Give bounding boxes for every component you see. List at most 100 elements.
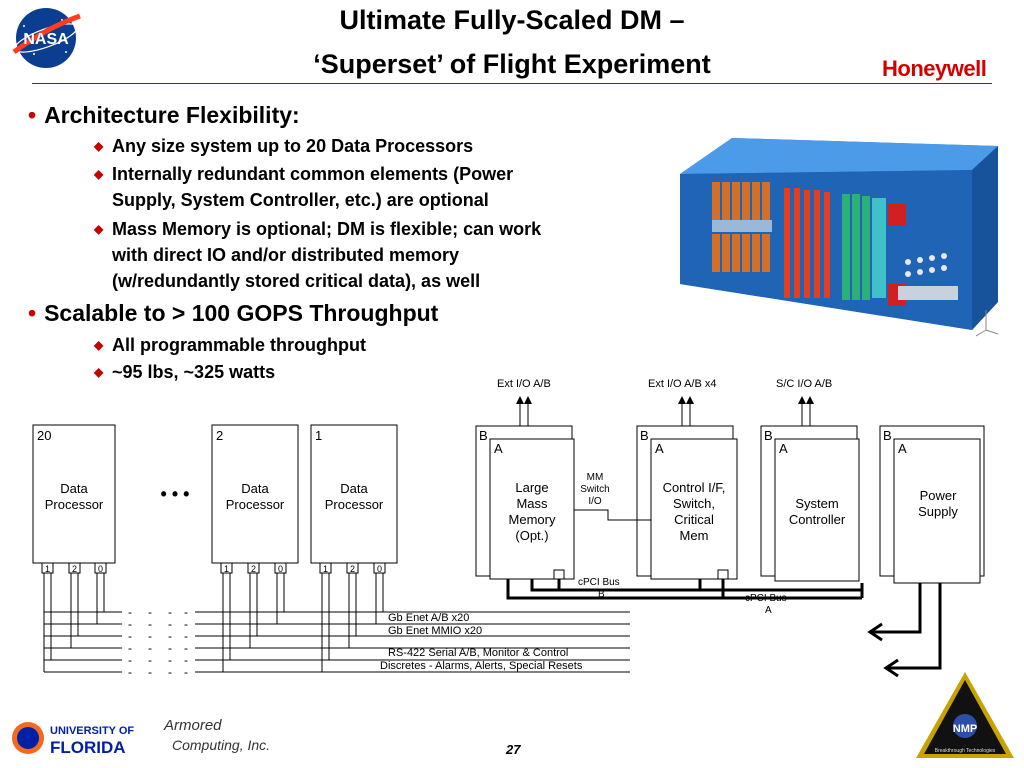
svg-text:2: 2 bbox=[216, 428, 223, 443]
svg-text:-: - bbox=[184, 629, 188, 643]
bus-label-gb-enet-ab: Gb Enet A/B x20 bbox=[388, 612, 469, 624]
svg-text:(Opt.): (Opt.) bbox=[515, 528, 548, 543]
svg-text:Power: Power bbox=[920, 488, 958, 503]
svg-text:System: System bbox=[795, 496, 838, 511]
data-processor-20: 20 Data Processor 1 2 0 bbox=[32, 424, 116, 574]
sub-bullet-weight-power: ◆~95 lbs, ~325 watts bbox=[94, 362, 276, 382]
svg-text:1: 1 bbox=[315, 428, 322, 443]
page-number: 27 bbox=[506, 742, 521, 757]
svg-text:1: 1 bbox=[323, 564, 328, 574]
svg-text:2: 2 bbox=[72, 564, 77, 574]
svg-text:Switch,: Switch, bbox=[673, 496, 715, 511]
ellipsis-dots: • • • bbox=[161, 484, 190, 504]
cpci-bus-a-label-1: cPCI Bus bbox=[745, 593, 787, 604]
svg-text:Computing, Inc.: Computing, Inc. bbox=[172, 737, 270, 753]
title-line-2: ‘Superset’ of Flight Experiment bbox=[313, 49, 711, 79]
armored-computing-logo: Armored Computing, Inc. bbox=[160, 708, 270, 758]
svg-text:-: - bbox=[184, 665, 188, 679]
svg-text:-: - bbox=[148, 653, 152, 667]
nmp-logo: NMP Breakthrough Technologies bbox=[914, 670, 1016, 760]
svg-text:UNIVERSITY OF: UNIVERSITY OF bbox=[50, 725, 134, 737]
svg-text:1: 1 bbox=[45, 564, 50, 574]
svg-text:-: - bbox=[184, 617, 188, 631]
svg-text:0: 0 bbox=[98, 564, 103, 574]
svg-text:FLORIDA: FLORIDA bbox=[50, 738, 126, 757]
svg-text:Mass: Mass bbox=[516, 496, 548, 511]
bus-label-discretes: Discretes - Alarms, Alerts, Special Rese… bbox=[380, 660, 583, 672]
svg-text:-: - bbox=[168, 605, 172, 619]
nasa-logo-text: NASA bbox=[23, 31, 69, 48]
svg-text:Large: Large bbox=[515, 480, 548, 495]
chassis-render-image bbox=[672, 134, 1002, 340]
architecture-diagram: 20 Data Processor 1 2 0 • • • 2 Data Pro… bbox=[32, 378, 985, 679]
svg-text:-: - bbox=[184, 605, 188, 619]
svg-text:Memory: Memory bbox=[509, 512, 556, 527]
svg-text:Control I/F,: Control I/F, bbox=[663, 480, 726, 495]
svg-text:Breakthrough Technologies: Breakthrough Technologies bbox=[935, 748, 996, 754]
svg-text:-: - bbox=[168, 617, 172, 631]
honeywell-logo: Honeywell bbox=[882, 56, 987, 81]
nasa-logo: NASA bbox=[10, 6, 82, 70]
svg-text:-: - bbox=[148, 641, 152, 655]
svg-text:Data: Data bbox=[241, 481, 269, 496]
uf-logo: UNIVERSITY OF FLORIDA bbox=[10, 717, 150, 759]
svg-text:1: 1 bbox=[224, 564, 229, 574]
svg-text:-: - bbox=[184, 653, 188, 667]
svg-text:0: 0 bbox=[377, 564, 382, 574]
svg-text:A: A bbox=[898, 441, 907, 456]
sub-bullet-redundant: ◆Internally redundant common elements (P… bbox=[94, 164, 514, 210]
svg-text:-: - bbox=[168, 629, 172, 643]
svg-text:B: B bbox=[883, 428, 892, 443]
title-line-1: Ultimate Fully-Scaled DM – bbox=[339, 5, 685, 35]
ext-io-label-2: Ext I/O A/B x4 bbox=[648, 378, 716, 390]
bullet-architecture-flexibility: •Architecture Flexibility: bbox=[28, 102, 300, 128]
cpci-bus-b-label-1: cPCI Bus bbox=[578, 577, 620, 588]
svg-text:Controller: Controller bbox=[789, 512, 846, 527]
svg-text:B: B bbox=[764, 428, 773, 443]
svg-text:B: B bbox=[640, 428, 649, 443]
sub-bullet-mass-memory: ◆Mass Memory is optional; DM is flexible… bbox=[94, 219, 542, 291]
svg-text:Supply: Supply bbox=[918, 504, 958, 519]
cpci-bus-a-label-2: A bbox=[765, 605, 772, 616]
svg-text:-: - bbox=[128, 641, 132, 655]
mm-switch-label-2: Switch bbox=[580, 484, 609, 495]
svg-text:20: 20 bbox=[37, 428, 51, 443]
mm-switch-label-3: I/O bbox=[588, 496, 602, 507]
svg-text:-: - bbox=[128, 605, 132, 619]
svg-text:2: 2 bbox=[251, 564, 256, 574]
svg-text:NMP: NMP bbox=[953, 723, 977, 735]
sub-bullet-any-size: ◆Any size system up to 20 Data Processor… bbox=[94, 136, 474, 156]
data-processor-1: 1 Data Processor 1 2 0 bbox=[310, 424, 398, 574]
svg-text:Data: Data bbox=[60, 481, 88, 496]
svg-text:A: A bbox=[655, 441, 664, 456]
svg-text:-: - bbox=[168, 665, 172, 679]
power-supply-block: B A Power Supply bbox=[879, 425, 985, 584]
bus-label-rs422: RS-422 Serial A/B, Monitor & Control bbox=[388, 647, 568, 659]
sc-io-label: S/C I/O A/B bbox=[776, 378, 832, 390]
svg-text:-: - bbox=[148, 665, 152, 679]
svg-text:-: - bbox=[128, 653, 132, 667]
bus-dashes: ---- ---- ---- ---- ---- ---- bbox=[128, 605, 188, 679]
svg-text:B: B bbox=[479, 428, 488, 443]
svg-text:-: - bbox=[128, 617, 132, 631]
svg-text:-: - bbox=[148, 629, 152, 643]
ext-io-label-1: Ext I/O A/B bbox=[497, 378, 551, 390]
control-switch-block: B A Control I/F, Switch, Critical Mem bbox=[636, 425, 738, 580]
large-mass-memory-block: B A Large Mass Memory (Opt.) bbox=[475, 425, 575, 580]
svg-text:-: - bbox=[168, 653, 172, 667]
svg-text:-: - bbox=[128, 629, 132, 643]
svg-text:Processor: Processor bbox=[45, 497, 104, 512]
svg-text:0: 0 bbox=[278, 564, 283, 574]
svg-text:-: - bbox=[168, 641, 172, 655]
svg-text:-: - bbox=[148, 605, 152, 619]
bullet-scalable: •Scalable to > 100 GOPS Throughput bbox=[28, 300, 439, 326]
data-processor-2: 2 Data Processor 1 2 0 bbox=[211, 424, 299, 574]
svg-text:-: - bbox=[184, 641, 188, 655]
svg-text:Processor: Processor bbox=[226, 497, 285, 512]
header-rule bbox=[32, 83, 992, 84]
svg-text:Processor: Processor bbox=[325, 497, 384, 512]
bus-label-gb-enet-mmio: Gb Enet MMIO x20 bbox=[388, 625, 482, 637]
svg-text:Mem: Mem bbox=[680, 528, 709, 543]
sub-bullet-programmable: ◆All programmable throughput bbox=[94, 335, 366, 355]
svg-text:Data: Data bbox=[340, 481, 368, 496]
